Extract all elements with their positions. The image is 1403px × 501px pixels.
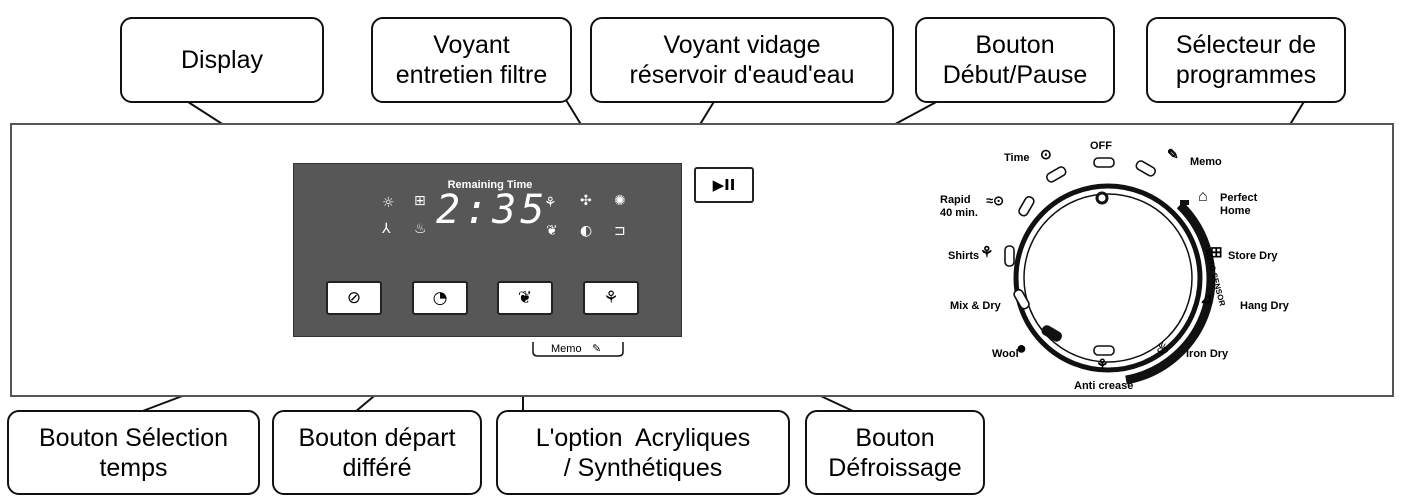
wool-icon: ● bbox=[1016, 338, 1027, 358]
callout-delay-start: Bouton départ différé bbox=[272, 410, 482, 495]
pos-rapid bbox=[1018, 196, 1035, 217]
dial-outer-ring bbox=[1013, 183, 1203, 373]
callout-anticrease: Bouton Défroissage bbox=[805, 410, 985, 495]
callout-start-pause-line1: Bouton bbox=[975, 31, 1055, 59]
callout-display: Display bbox=[120, 17, 324, 103]
anti-crease-icon: ⚘ bbox=[1096, 356, 1109, 372]
callout-acrylic-line1: L'option Acryliques bbox=[535, 423, 751, 452]
fast-clock-icon: ≈⊙ bbox=[986, 193, 1005, 208]
dial-label-perfect-2: Home bbox=[1220, 205, 1251, 217]
dial-label-rapid-2: 40 min. bbox=[940, 207, 978, 219]
callout-water-light: Voyant vidage réservoir d'eaud'eau bbox=[590, 17, 894, 103]
callout-water-light-line2: réservoir d'eaud'eau bbox=[629, 61, 855, 89]
callout-acrylic: L'option Acryliques / Synthétiques bbox=[496, 410, 790, 495]
remaining-time-label: Remaining Time bbox=[447, 179, 533, 191]
dial-label-store-dry: Store Dry bbox=[1228, 250, 1278, 262]
callout-water-light-line1: Voyant vidage bbox=[663, 31, 821, 59]
callout-selector-line1: Sélecteur de bbox=[1175, 31, 1317, 59]
pos-off bbox=[1093, 157, 1115, 168]
anti-crease-button[interactable]: ⚘ bbox=[583, 281, 639, 315]
memo-bracket: Memo ✎ bbox=[530, 342, 626, 358]
dial-label-wool: Wool bbox=[992, 348, 1019, 360]
tank-icon: ⊐ bbox=[614, 223, 626, 239]
time-digits: 2:35 bbox=[436, 187, 549, 233]
callout-time-select-line2: temps bbox=[99, 453, 168, 482]
dial-pointer bbox=[1095, 191, 1109, 205]
pos-perfect bbox=[1180, 200, 1189, 205]
pos-shirts bbox=[1004, 245, 1015, 267]
fan-icon: ✣ bbox=[580, 193, 592, 209]
callout-time-select: Bouton Sélection temps bbox=[7, 410, 260, 495]
callout-selector-line2: programmes bbox=[1175, 61, 1317, 89]
iron-icon: ♨ bbox=[414, 221, 427, 237]
auto-sensor-arc bbox=[1125, 201, 1216, 385]
dial-label-off: OFF bbox=[1090, 140, 1112, 152]
callout-filter-light-line1: Voyant bbox=[433, 31, 510, 59]
shirt-dial-icon: ⚘ bbox=[980, 244, 994, 261]
leaf-icon: ❦ bbox=[546, 223, 558, 239]
callout-acrylic-line2: / Synthétiques bbox=[563, 453, 723, 482]
shirt-icon: ⚘ bbox=[544, 195, 557, 211]
callout-filter-light: Voyant entretien filtre bbox=[371, 17, 572, 103]
callout-selector: Sélecteur de programmes bbox=[1146, 17, 1346, 103]
pos-time bbox=[1046, 166, 1067, 183]
memo-label: Memo bbox=[548, 343, 585, 355]
dial-label-shirts: Shirts bbox=[948, 250, 980, 262]
delay-start-button[interactable]: ◔ bbox=[412, 281, 468, 315]
home-icon: ⌂ bbox=[1198, 188, 1208, 205]
iron-dial-icon: ♨ bbox=[1156, 340, 1170, 357]
dial-label-memo: Memo bbox=[1190, 156, 1222, 168]
dial-label-iron-dry: Iron Dry bbox=[1186, 348, 1229, 360]
callout-anticrease-line2: Défroissage bbox=[828, 453, 962, 482]
store-dry-icon: ⊞ bbox=[1210, 244, 1223, 261]
dial-inner-ring bbox=[1023, 193, 1193, 363]
pos-mix bbox=[1013, 289, 1030, 310]
filter-icon: ✺ bbox=[614, 193, 626, 209]
drum-icon: ◐ bbox=[580, 223, 593, 239]
acrylic-synthetic-button[interactable]: ❦ bbox=[497, 281, 553, 315]
clock-icon: ⊙ bbox=[1040, 146, 1052, 162]
dial-label-rapid-1: Rapid bbox=[940, 194, 971, 206]
callout-start-pause-line2: Début/Pause bbox=[942, 61, 1088, 89]
callout-delay-start-line2: différé bbox=[342, 453, 412, 482]
cupboard-icon: ⊞ bbox=[414, 193, 426, 209]
callout-filter-light-line2: entretien filtre bbox=[395, 61, 548, 89]
pos-wool bbox=[1041, 325, 1062, 342]
dial-label-perfect-1: Perfect bbox=[1220, 192, 1258, 204]
callout-anticrease-line1: Bouton bbox=[855, 423, 935, 452]
dial-label-hang-dry: Hang Dry bbox=[1240, 300, 1289, 312]
dial-label-time: Time bbox=[1004, 152, 1030, 164]
pos-memo bbox=[1135, 160, 1156, 177]
sun-icon: ☼ bbox=[382, 195, 395, 211]
hanger-icon: ⅄ bbox=[382, 221, 391, 237]
memo-bracket-line bbox=[532, 342, 624, 357]
callout-delay-start-line1: Bouton départ bbox=[298, 423, 456, 452]
callout-display-text: Display bbox=[181, 46, 263, 74]
callout-start-pause: Bouton Début/Pause bbox=[915, 17, 1115, 103]
callout-time-select-line1: Bouton Sélection bbox=[38, 423, 229, 452]
pos-anticrease bbox=[1093, 345, 1115, 356]
memo-pin-icon: ✎ bbox=[592, 343, 602, 355]
dial-label-mix-dry: Mix & Dry bbox=[950, 300, 1001, 312]
hang-dry-icon: ⊿ bbox=[1200, 290, 1213, 307]
time-select-button[interactable]: ⊘ bbox=[326, 281, 382, 315]
pin-icon: ✎ bbox=[1167, 146, 1179, 162]
dial-label-anti-crease: Anti crease bbox=[1074, 380, 1134, 392]
start-pause-button[interactable]: ▶II bbox=[694, 167, 754, 203]
